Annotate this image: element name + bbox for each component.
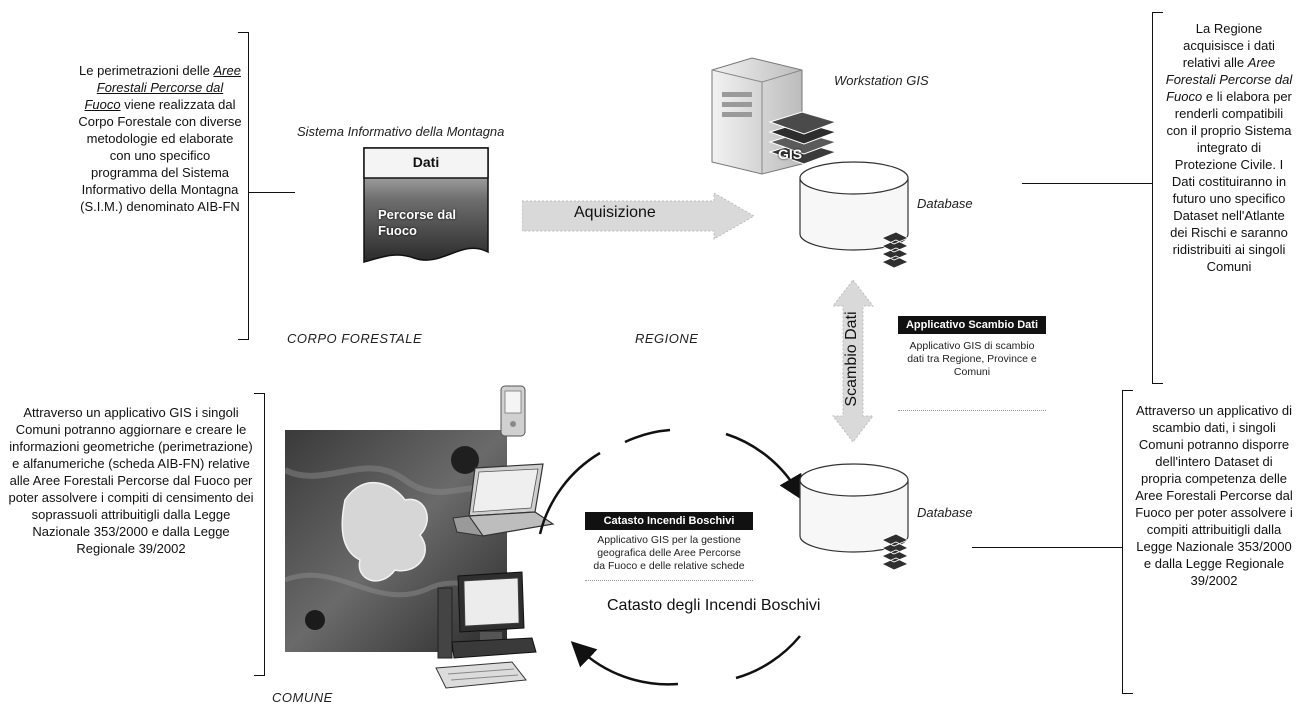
acquisition-arrow [522,192,756,240]
database-bottom-label: Database [917,505,973,520]
database-bottom-icon [799,463,909,571]
database-top-icon [799,161,909,269]
cycle-arrows [538,428,804,686]
note-emphasis: Aree Forestali Percorse dal Fuoco [84,63,241,112]
exchange-app-box: Applicativo Scambio Dati Applicativo GIS… [898,316,1046,385]
section-comune: COMUNE [272,690,333,705]
acquisition-label: Aquisizione [574,204,656,221]
database-top-label: Database [917,196,973,211]
laptop-icon [452,463,555,537]
exchange-arrow [831,279,875,443]
desktop-computer-icon [435,571,537,689]
connector-right-bottom [972,547,1122,548]
connector-right-top [1022,183,1152,184]
bracket-left-bottom [254,393,265,676]
exchange-app-body: Applicativo GIS di scambio dati tra Regi… [907,340,1037,378]
workstation-label: Workstation GIS [834,73,929,88]
document-icon [363,147,489,263]
catasto-app-body: Applicativo GIS per la gestione geografi… [593,534,745,572]
exchange-app-title: Applicativo Scambio Dati [898,316,1046,334]
catasto-app-box: Catasto Incendi Boschivi Applicativo GIS… [585,512,753,577]
sim-label: Sistema Informativo della Montagna [297,124,505,139]
exchange-app-underline [898,410,1046,411]
cycle-label: Catasto degli Incendi Boschivi [607,597,821,614]
bracket-left-top [238,32,249,340]
note-regione: La Regione acquisisce i dati relativi al… [1165,21,1293,274]
document-header: Dati [412,154,440,170]
section-corpo-forestale: CORPO FORESTALE [287,331,423,346]
note-corpo-forestale: Le perimetrazioni delle Aree Forestali P… [78,63,242,214]
note-comuni-scambio: Attraverso un applicativo di scambio dat… [1135,403,1293,588]
bracket-right-bottom [1122,390,1133,694]
connector-left-top [249,192,295,193]
note-emphasis: Aree Forestali Percorse dal Fuoco [1165,55,1293,104]
gis-layers-icon [768,111,838,165]
catasto-app-underline [585,580,753,581]
document-body: Percorse dal Fuoco [378,207,457,238]
bracket-right-top [1152,12,1163,384]
section-regione: REGIONE [635,331,699,346]
pda-icon [500,385,526,437]
note-comuni-gis: Attraverso un applicativo GIS i singoli … [8,405,254,556]
catasto-app-title: Catasto Incendi Boschivi [585,512,753,530]
exchange-label: Scambio Dati [843,311,860,407]
gis-badge: GIS [778,146,803,162]
